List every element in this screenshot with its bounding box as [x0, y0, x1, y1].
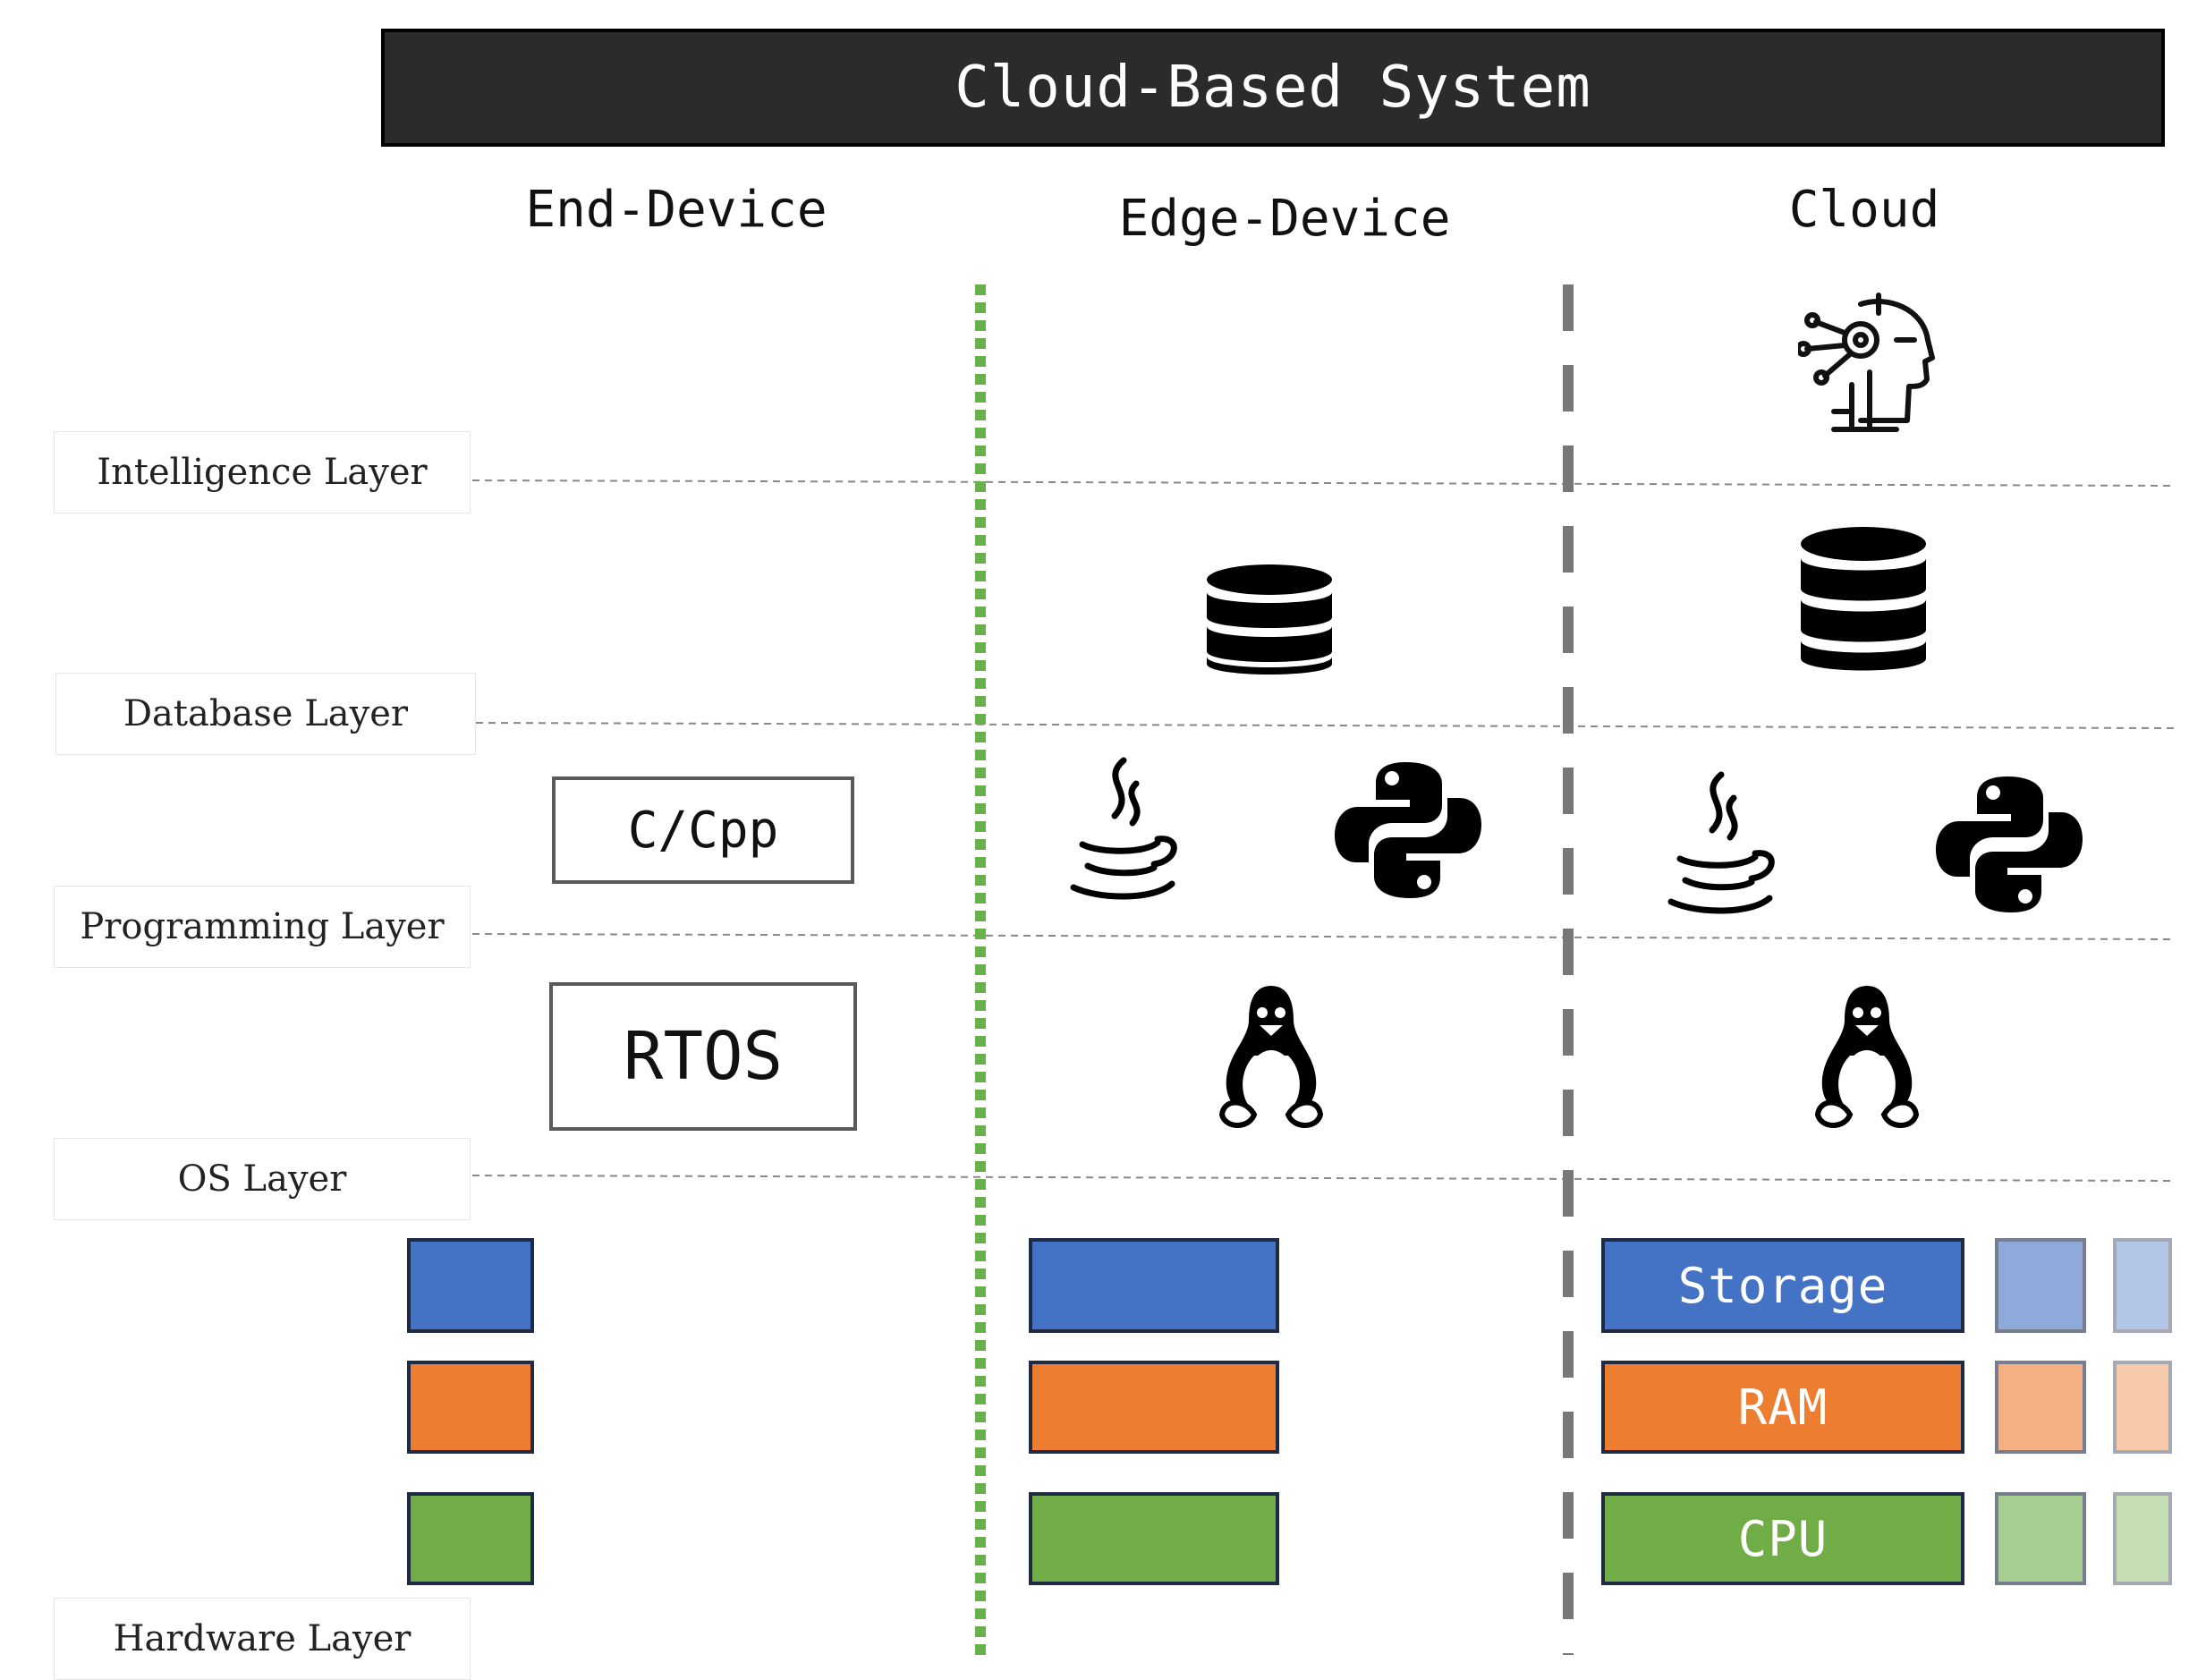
end-device-ram-block [407, 1361, 534, 1454]
java-icon [1667, 771, 1775, 914]
cloud-ram-replica-1 [1995, 1361, 2086, 1454]
layer-label-os: OS Layer [54, 1138, 471, 1220]
layer-label-programming: Programming Layer [54, 886, 471, 968]
cloud-ram-block: RAM [1601, 1361, 1964, 1454]
edge-device-ram-block [1029, 1361, 1279, 1454]
layer-line-database [475, 722, 2175, 729]
ai-head-icon [1798, 293, 1935, 432]
programming-language-c-cpp: C/Cpp [552, 776, 854, 884]
linux-penguin-icon [1218, 986, 1324, 1128]
edge-device-storage-block [1029, 1238, 1279, 1333]
column-heading-edge-device: Edge-Device [1118, 190, 1451, 248]
linux-penguin-icon [1814, 986, 1920, 1128]
cloud-ram-replica-2 [2113, 1361, 2172, 1454]
cloud-storage-replica-1 [1995, 1238, 2086, 1333]
layer-line-os [471, 1175, 2175, 1182]
os-rtos: RTOS [549, 982, 857, 1131]
database-icon [1207, 564, 1332, 675]
layer-label-intelligence: Intelligence Layer [54, 431, 471, 513]
python-icon [1936, 776, 2083, 912]
layer-label-hardware: Hardware Layer [54, 1598, 471, 1680]
edge-device-cpu-block [1029, 1492, 1279, 1585]
column-heading-cloud: Cloud [1788, 181, 1940, 239]
python-icon [1335, 762, 1481, 898]
database-icon [1801, 527, 1926, 671]
cloud-cpu-replica-1 [1995, 1492, 2086, 1585]
java-icon [1070, 757, 1177, 900]
diagram-title: Cloud-Based System [381, 29, 2165, 147]
column-heading-end-device: End-Device [525, 181, 827, 239]
cloud-storage-block: Storage [1601, 1238, 1964, 1333]
layer-label-database: Database Layer [55, 673, 476, 755]
cloud-storage-replica-2 [2113, 1238, 2172, 1333]
cloud-cpu-replica-2 [2113, 1492, 2172, 1585]
end-device-cpu-block [407, 1492, 534, 1585]
cloud-cpu-block: CPU [1601, 1492, 1964, 1585]
layer-line-intelligence [471, 479, 2175, 487]
end-device-storage-block [407, 1238, 534, 1333]
layer-line-programming [471, 933, 2175, 940]
